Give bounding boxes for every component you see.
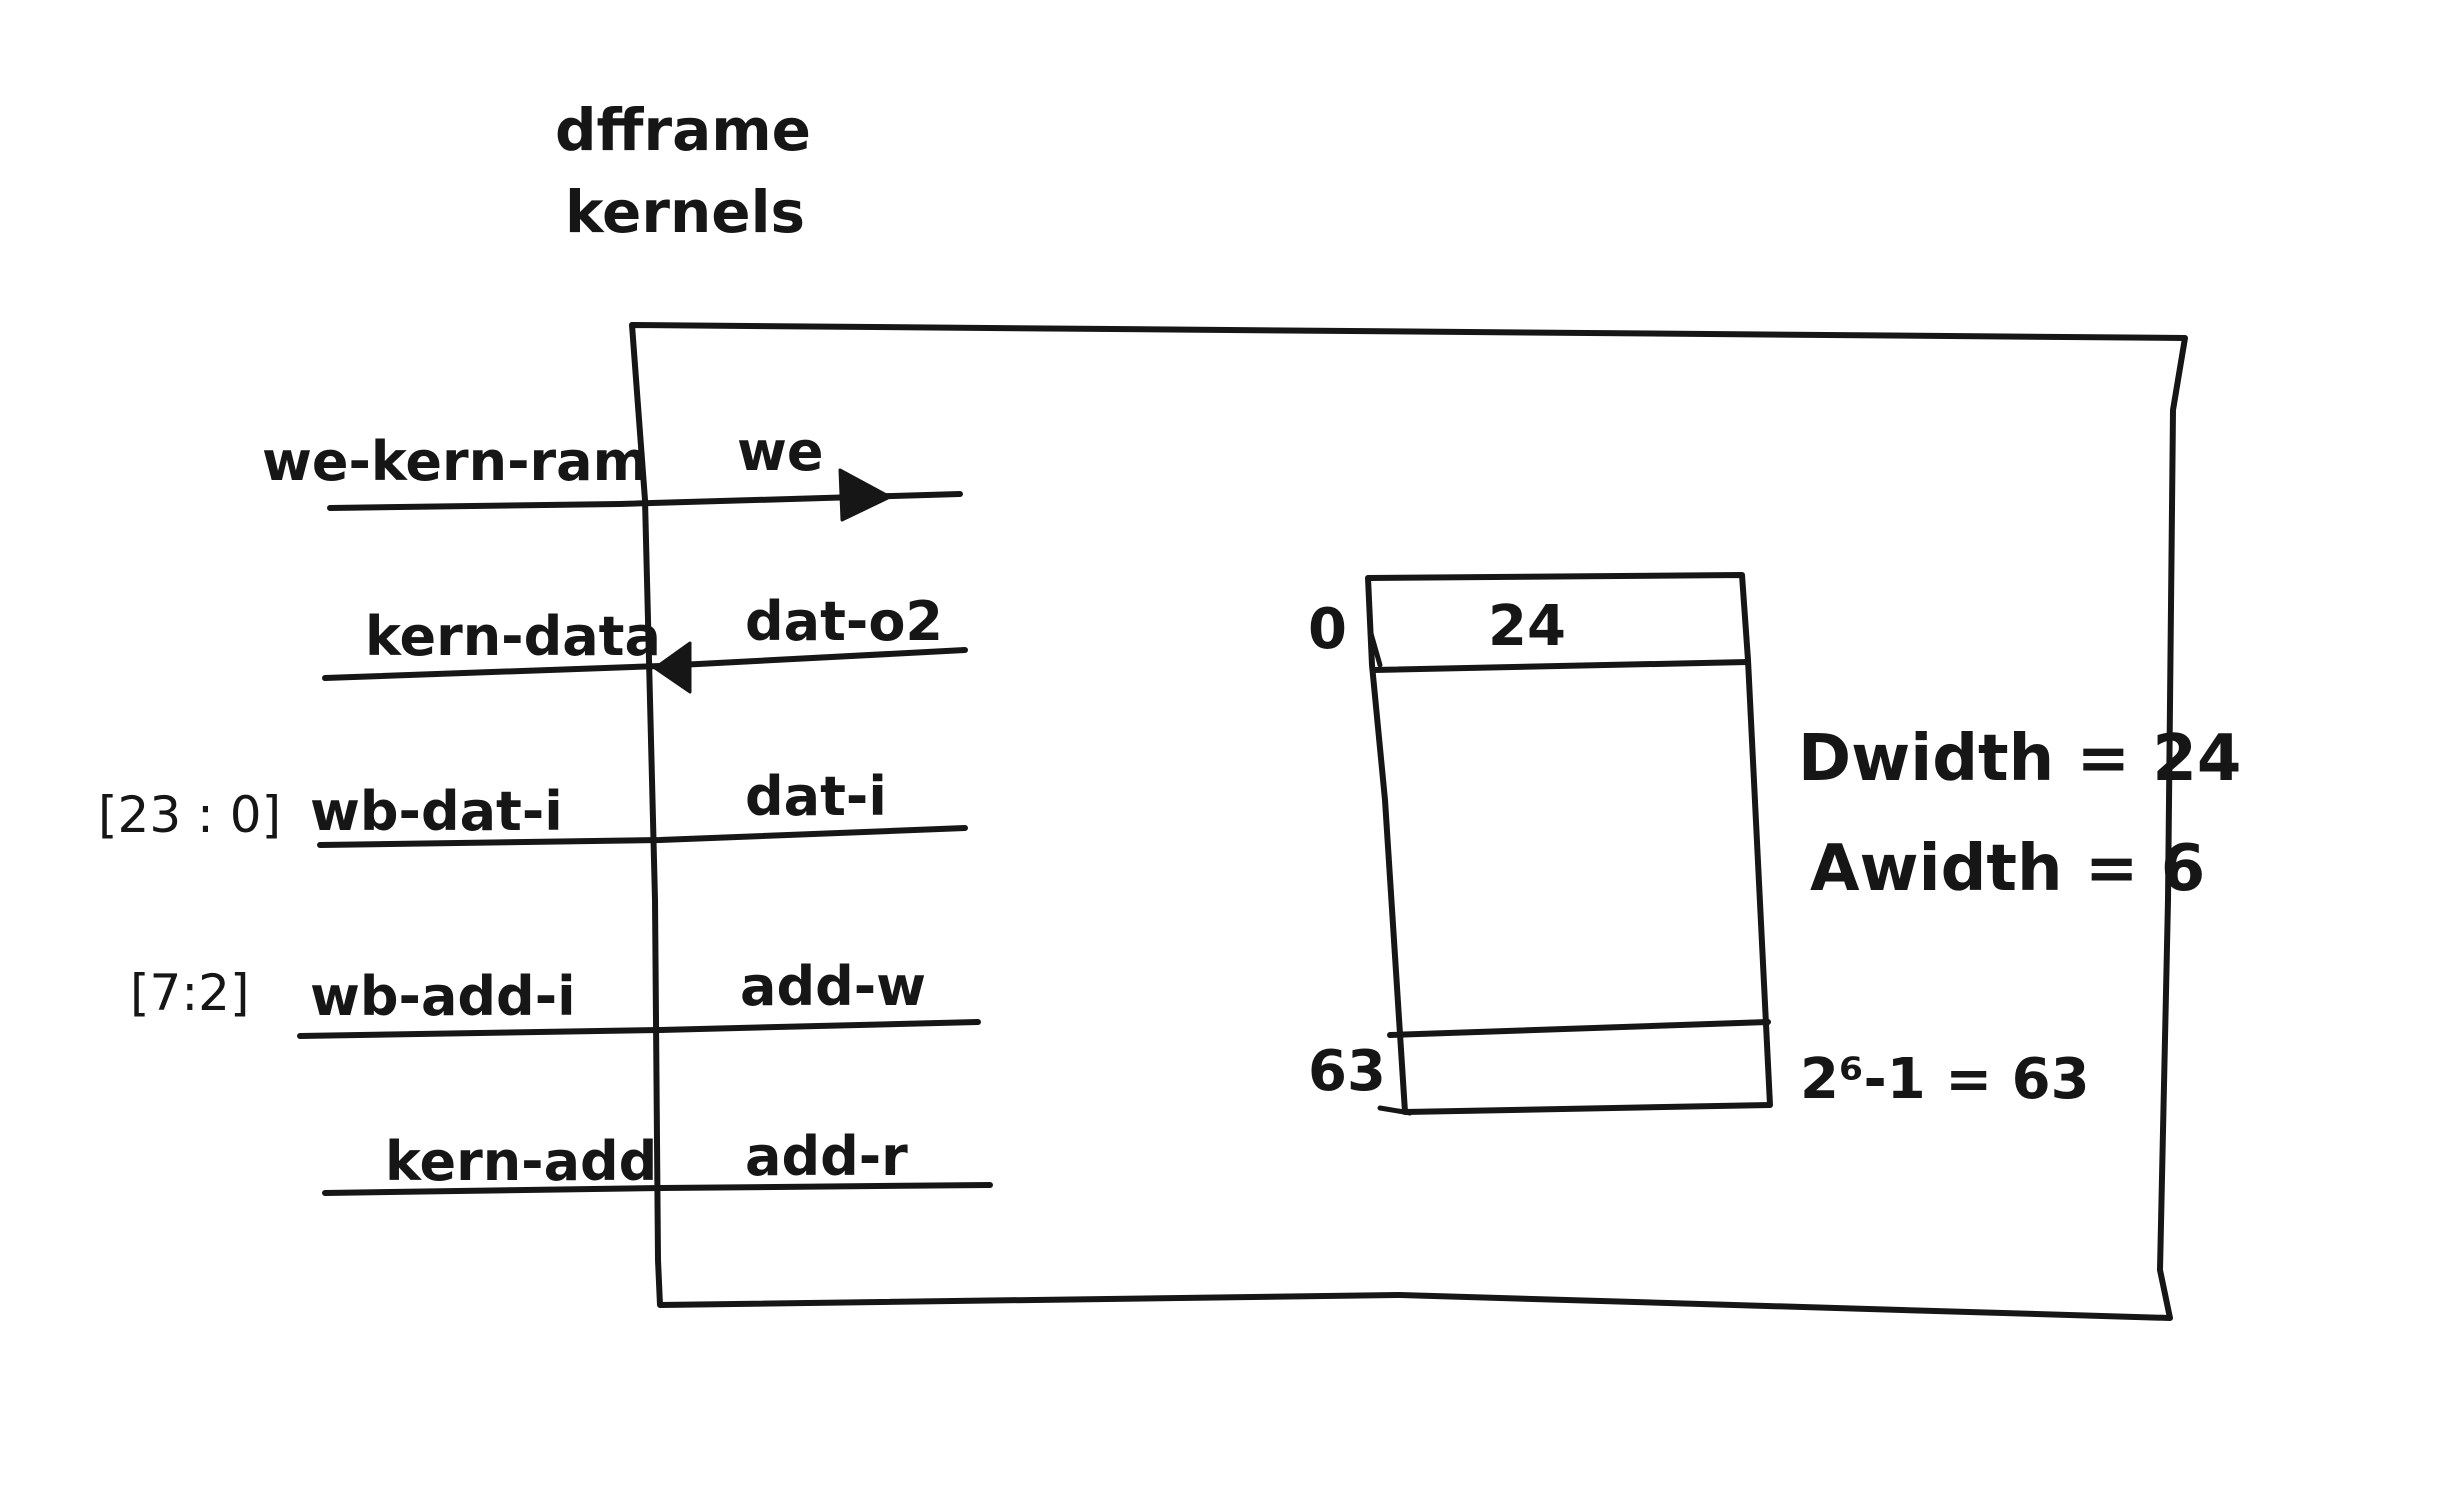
ext-signal-kern-add: kern-add [385,1130,657,1193]
bit-range-wb-add-i: [7:2] [130,964,249,1022]
arrow-we-right [838,468,892,522]
memory-bottom-left-tick [1377,1105,1413,1116]
port-add-r: add-r [745,1125,908,1188]
param-dwidth: Dwidth = 24 [1798,722,2241,796]
memory-top-index: 0 [1308,597,1347,662]
block-title-line2: kernels [565,178,805,246]
arrow-kern-data-left [653,641,692,694]
port-add-w: add-w [740,955,926,1018]
bit-range-wb-dat-i: [23 : 0] [98,786,281,844]
memory-top-row-divider [1371,659,1751,673]
memory-top-left-tick [1367,627,1383,668]
port-dat-i: dat-i [745,765,887,828]
ext-signal-kern-data: kern-data [365,605,661,668]
block-title-line1: dfframe [555,96,811,164]
memory-depth-formula: 2⁶-1 = 63 [1800,1047,2090,1112]
param-awidth: Awidth = 6 [1810,832,2205,906]
memory-bottom-row-divider [1387,1019,1771,1038]
ext-signal-wb-add-i: wb-add-i [310,965,576,1028]
module-box [629,322,2188,1321]
wire-dat-i [317,825,968,848]
memory-array [1365,572,1773,1115]
memory-word-width: 24 [1488,594,1566,659]
ext-signal-we-kern-ram: we-kern-ram [262,430,649,493]
memory-bottom-index: 63 [1308,1039,1386,1104]
port-we: we [737,420,824,483]
ext-signal-wb-dat-i: wb-dat-i [310,780,563,843]
port-dat-o2: dat-o2 [745,590,943,653]
wire-add-r [322,1182,993,1196]
wire-add-w [297,1019,981,1039]
